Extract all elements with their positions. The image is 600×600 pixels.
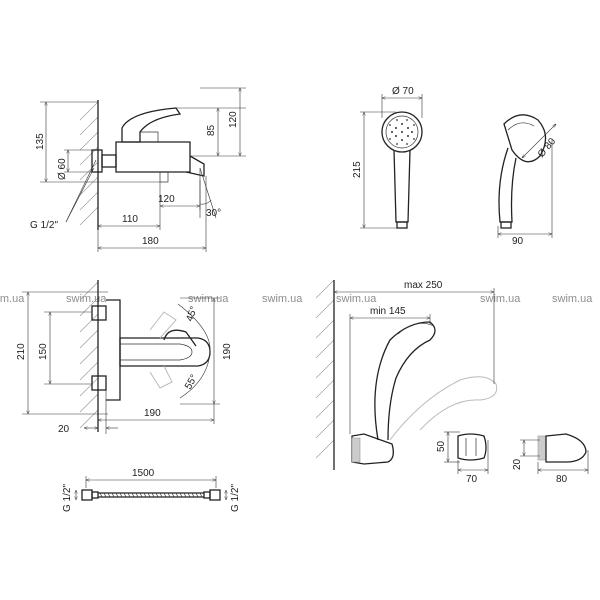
fitting-top [91,305,107,321]
angle-55: 55° [183,373,200,392]
dim-210: 210 [16,343,27,360]
shower-head-front [381,111,423,153]
holder-front [457,433,487,461]
watermark-3: swim.ua [188,293,229,305]
dim-85: 85 [206,124,217,136]
shower-handset [374,321,436,441]
fitting-bottom [91,375,107,391]
dim-110: 110 [122,214,138,225]
watermark-6: swim.ua [480,293,521,305]
dim-80-bracket: 80 [556,474,568,485]
dim-150: 150 [38,343,49,360]
dim-diam-70: Ø 70 [392,86,414,97]
dim-215: 215 [352,161,363,178]
shower-hose: 1500 G 1/2" G 1/2" [62,468,241,512]
dim-90: 90 [512,236,524,247]
mixer-side-view: 135 Ø 60 85 120 G 1/2" 120 30° 110 180 [30,87,246,252]
dim-20-offset: 20 [58,424,70,435]
dim-50: 50 [436,440,447,452]
watermark-4: swim.ua [262,293,303,305]
dim-1500: 1500 [132,468,155,479]
holder-side [545,433,587,463]
dim-120-width: 120 [158,194,175,205]
dim-180: 180 [142,236,159,247]
shower-nozzles [389,119,415,145]
dim-diam-80: Ø 80 [536,136,559,160]
dim-20-bracket: 20 [512,458,523,470]
watermark-5: swim.ua [336,293,377,305]
hose-nut-left [81,489,93,501]
wall-hatch-bottom-left [79,280,99,432]
dim-190-height: 190 [222,343,233,360]
mixer-body [115,141,191,173]
shower-holder-view: max 250 min 145 50 70 20 80 [315,279,589,485]
lever-ghost-55 [149,365,173,389]
shower-handle-side [498,147,517,223]
hose-nut-right [209,489,221,501]
dim-min-145: min 145 [370,306,406,317]
watermark-7: swim.ua [552,293,593,305]
dim-70-holder: 70 [466,474,478,485]
dim-135: 135 [35,133,46,150]
thread-label-top: G 1/2" [30,220,58,231]
angle-45: 45° [184,305,200,323]
dim-190-width: 190 [144,408,161,419]
watermark-row: swim.ua swim.ua swim.ua swim.ua swim.ua … [0,293,593,305]
lever-ghost-45 [149,311,177,339]
shower-ghost-max [389,376,498,441]
shower-handle-front [393,149,411,223]
wall-hatch-bottom-right [315,279,335,470]
wall-hatch-top-left [79,100,99,230]
hose-thread-right: G 1/2" [230,484,241,512]
watermark-1: swim.ua [0,293,25,305]
holder-bracket [351,433,394,465]
body-plate [106,299,121,401]
mixer-handle [121,107,182,143]
watermark-2: swim.ua [66,293,107,305]
dim-max-250: max 250 [404,280,443,291]
lever-top [163,329,197,347]
dim-diam-60: Ø 60 [57,158,68,180]
dim-120-height: 120 [228,111,239,128]
mixer-body-top [119,337,211,367]
hose-thread-left: G 1/2" [62,484,73,512]
angle-30: 30° [206,208,221,219]
hand-shower-views: Ø 70 215 Ø 80 90 [352,86,559,247]
hose-body [98,492,204,498]
mixer-spout [185,155,205,177]
